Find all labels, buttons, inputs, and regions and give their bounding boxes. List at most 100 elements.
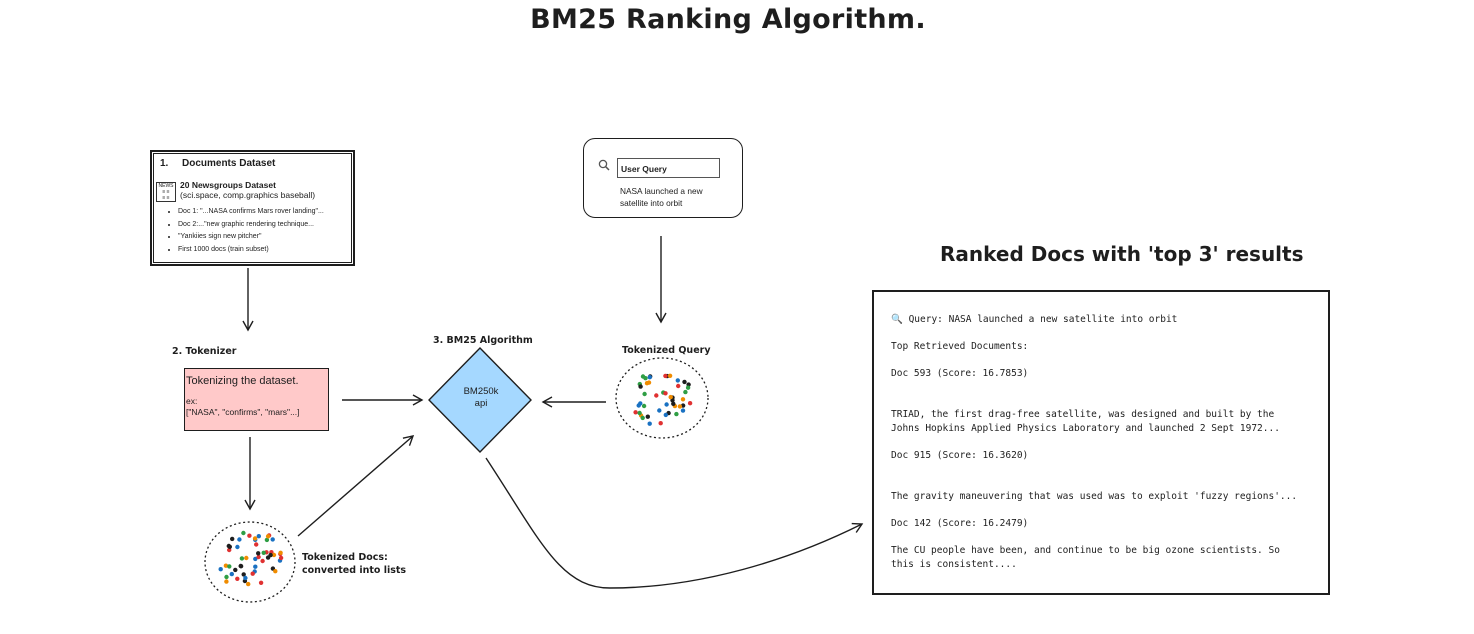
token-dot xyxy=(243,575,248,581)
token-dot xyxy=(260,558,265,564)
token-dot xyxy=(663,412,668,418)
token-dot xyxy=(646,380,652,385)
token-dot xyxy=(670,395,675,400)
tokenized-docs-cluster xyxy=(204,521,296,603)
tokenizer-line1: Tokenizing the dataset. xyxy=(186,375,299,387)
token-dot xyxy=(256,554,261,560)
token-dot xyxy=(636,403,641,408)
token-dot xyxy=(256,534,261,539)
token-dot xyxy=(665,373,670,379)
user-query-input[interactable]: User Query xyxy=(617,158,720,178)
token-dot xyxy=(264,537,270,543)
query-magnifier-icon: 🔍 xyxy=(891,314,903,325)
token-dot xyxy=(647,375,652,380)
ranked-results-box: 🔍 Query: NASA launched a new satellite i… xyxy=(872,290,1330,595)
token-dot xyxy=(252,536,258,541)
token-dot xyxy=(680,403,686,408)
token-dot xyxy=(647,421,652,426)
token-dot xyxy=(654,393,659,398)
algorithm-line1: BM250k xyxy=(463,386,499,397)
tokenized-query-dots xyxy=(633,373,693,426)
token-dot xyxy=(648,374,653,379)
token-dot xyxy=(676,383,681,389)
documents-dataset-box: 1.Documents Dataset NEWS≡ ≡≡ ≡ 20 Newsgr… xyxy=(150,150,355,266)
token-dot xyxy=(242,578,248,584)
algorithm-text: BM250k api xyxy=(439,386,523,409)
token-dot xyxy=(237,537,242,542)
token-dot xyxy=(671,401,676,406)
token-dot xyxy=(638,413,644,418)
token-dot xyxy=(273,569,278,574)
tokenizer-label: 2. Tokenizer xyxy=(172,346,237,357)
token-dot xyxy=(246,581,251,587)
algorithm-line2: api xyxy=(474,397,488,409)
page-title-text: BM25 Ranking Algorithm. xyxy=(530,4,926,35)
token-dot xyxy=(663,373,668,379)
user-query-box: User Query NASA launched a new satellite… xyxy=(583,138,743,218)
tokenized-query-cluster xyxy=(615,357,709,439)
token-dot xyxy=(687,401,693,406)
result-doc-text: Johns Hopkins Applied Physics Laboratory… xyxy=(891,423,1280,434)
token-dot xyxy=(261,550,266,555)
token-dot xyxy=(640,415,645,421)
token-dot xyxy=(658,421,663,426)
tokenized-query-label: Tokenized Query xyxy=(622,345,711,356)
dataset-name: 20 Newsgroups Dataset xyxy=(180,180,276,190)
token-dot xyxy=(638,401,643,406)
token-dot xyxy=(642,391,647,397)
result-doc-header: Doc 593 (Score: 16.7853) xyxy=(891,368,1029,379)
results-top-label: Top Retrieved Documents: xyxy=(891,341,1029,352)
token-dot xyxy=(250,571,255,576)
tokenized-docs-dots xyxy=(218,530,284,587)
results-query-line: Query: NASA launched a new satellite int… xyxy=(908,314,1178,325)
tokenized-docs-line1: Tokenized Docs: xyxy=(302,552,388,563)
token-dot xyxy=(239,556,245,561)
tokenized-docs-label: Tokenized Docs: converted into lists xyxy=(302,552,406,577)
newspaper-icon: NEWS≡ ≡≡ ≡ xyxy=(156,182,176,202)
newspaper-icon-text: NEWS xyxy=(158,183,174,189)
token-dot xyxy=(683,389,688,395)
token-dot xyxy=(666,410,671,416)
arrow-algorithm-to-results xyxy=(485,457,864,589)
token-dot xyxy=(218,567,223,572)
token-dot xyxy=(268,552,273,558)
dataset-item: "Yankiies sign new pitcher" xyxy=(178,231,324,244)
arrow-docs-to-algorithm xyxy=(297,435,415,537)
token-dot xyxy=(640,374,646,379)
token-dot xyxy=(680,408,686,413)
token-dot xyxy=(674,411,679,417)
token-dot xyxy=(247,533,252,538)
token-dot xyxy=(253,537,258,542)
token-dot xyxy=(238,563,243,569)
tokenizer-box: Tokenizing the dataset. ex: ["NASA", "co… xyxy=(184,368,329,431)
token-dot xyxy=(264,550,269,555)
dataset-heading-text: Documents Dataset xyxy=(182,158,276,169)
token-dot xyxy=(227,547,232,553)
token-dot xyxy=(271,552,277,558)
token-dot xyxy=(226,543,231,549)
dataset-item-list: Doc 1: "...NASA confirms Mars rover land… xyxy=(166,206,324,256)
dataset-categories: (sci.space, comp.graphics baseball) xyxy=(180,190,316,200)
result-doc-text: this is consistent.... xyxy=(891,559,1017,570)
token-dot xyxy=(680,397,686,402)
token-dot xyxy=(270,566,276,571)
tokenizer-line3: ["NASA", "confirms", "mars"...] xyxy=(186,407,300,417)
token-dot xyxy=(253,556,258,562)
token-dot xyxy=(233,567,238,573)
token-dot xyxy=(258,580,264,585)
token-dot xyxy=(664,402,669,407)
token-dot xyxy=(644,381,650,386)
token-dot xyxy=(638,384,643,389)
token-dot xyxy=(227,544,232,549)
token-dot xyxy=(229,571,234,577)
token-dot xyxy=(675,378,680,383)
token-dot xyxy=(238,564,244,569)
result-doc-header: Doc 142 (Score: 16.2479) xyxy=(891,518,1029,529)
token-dot xyxy=(661,390,666,395)
token-dot xyxy=(641,403,647,409)
token-dot xyxy=(256,551,261,556)
token-dot xyxy=(265,534,271,539)
token-dot xyxy=(227,564,232,569)
token-dot xyxy=(270,537,275,542)
result-doc-header: Doc 915 (Score: 16.3620) xyxy=(891,450,1029,461)
